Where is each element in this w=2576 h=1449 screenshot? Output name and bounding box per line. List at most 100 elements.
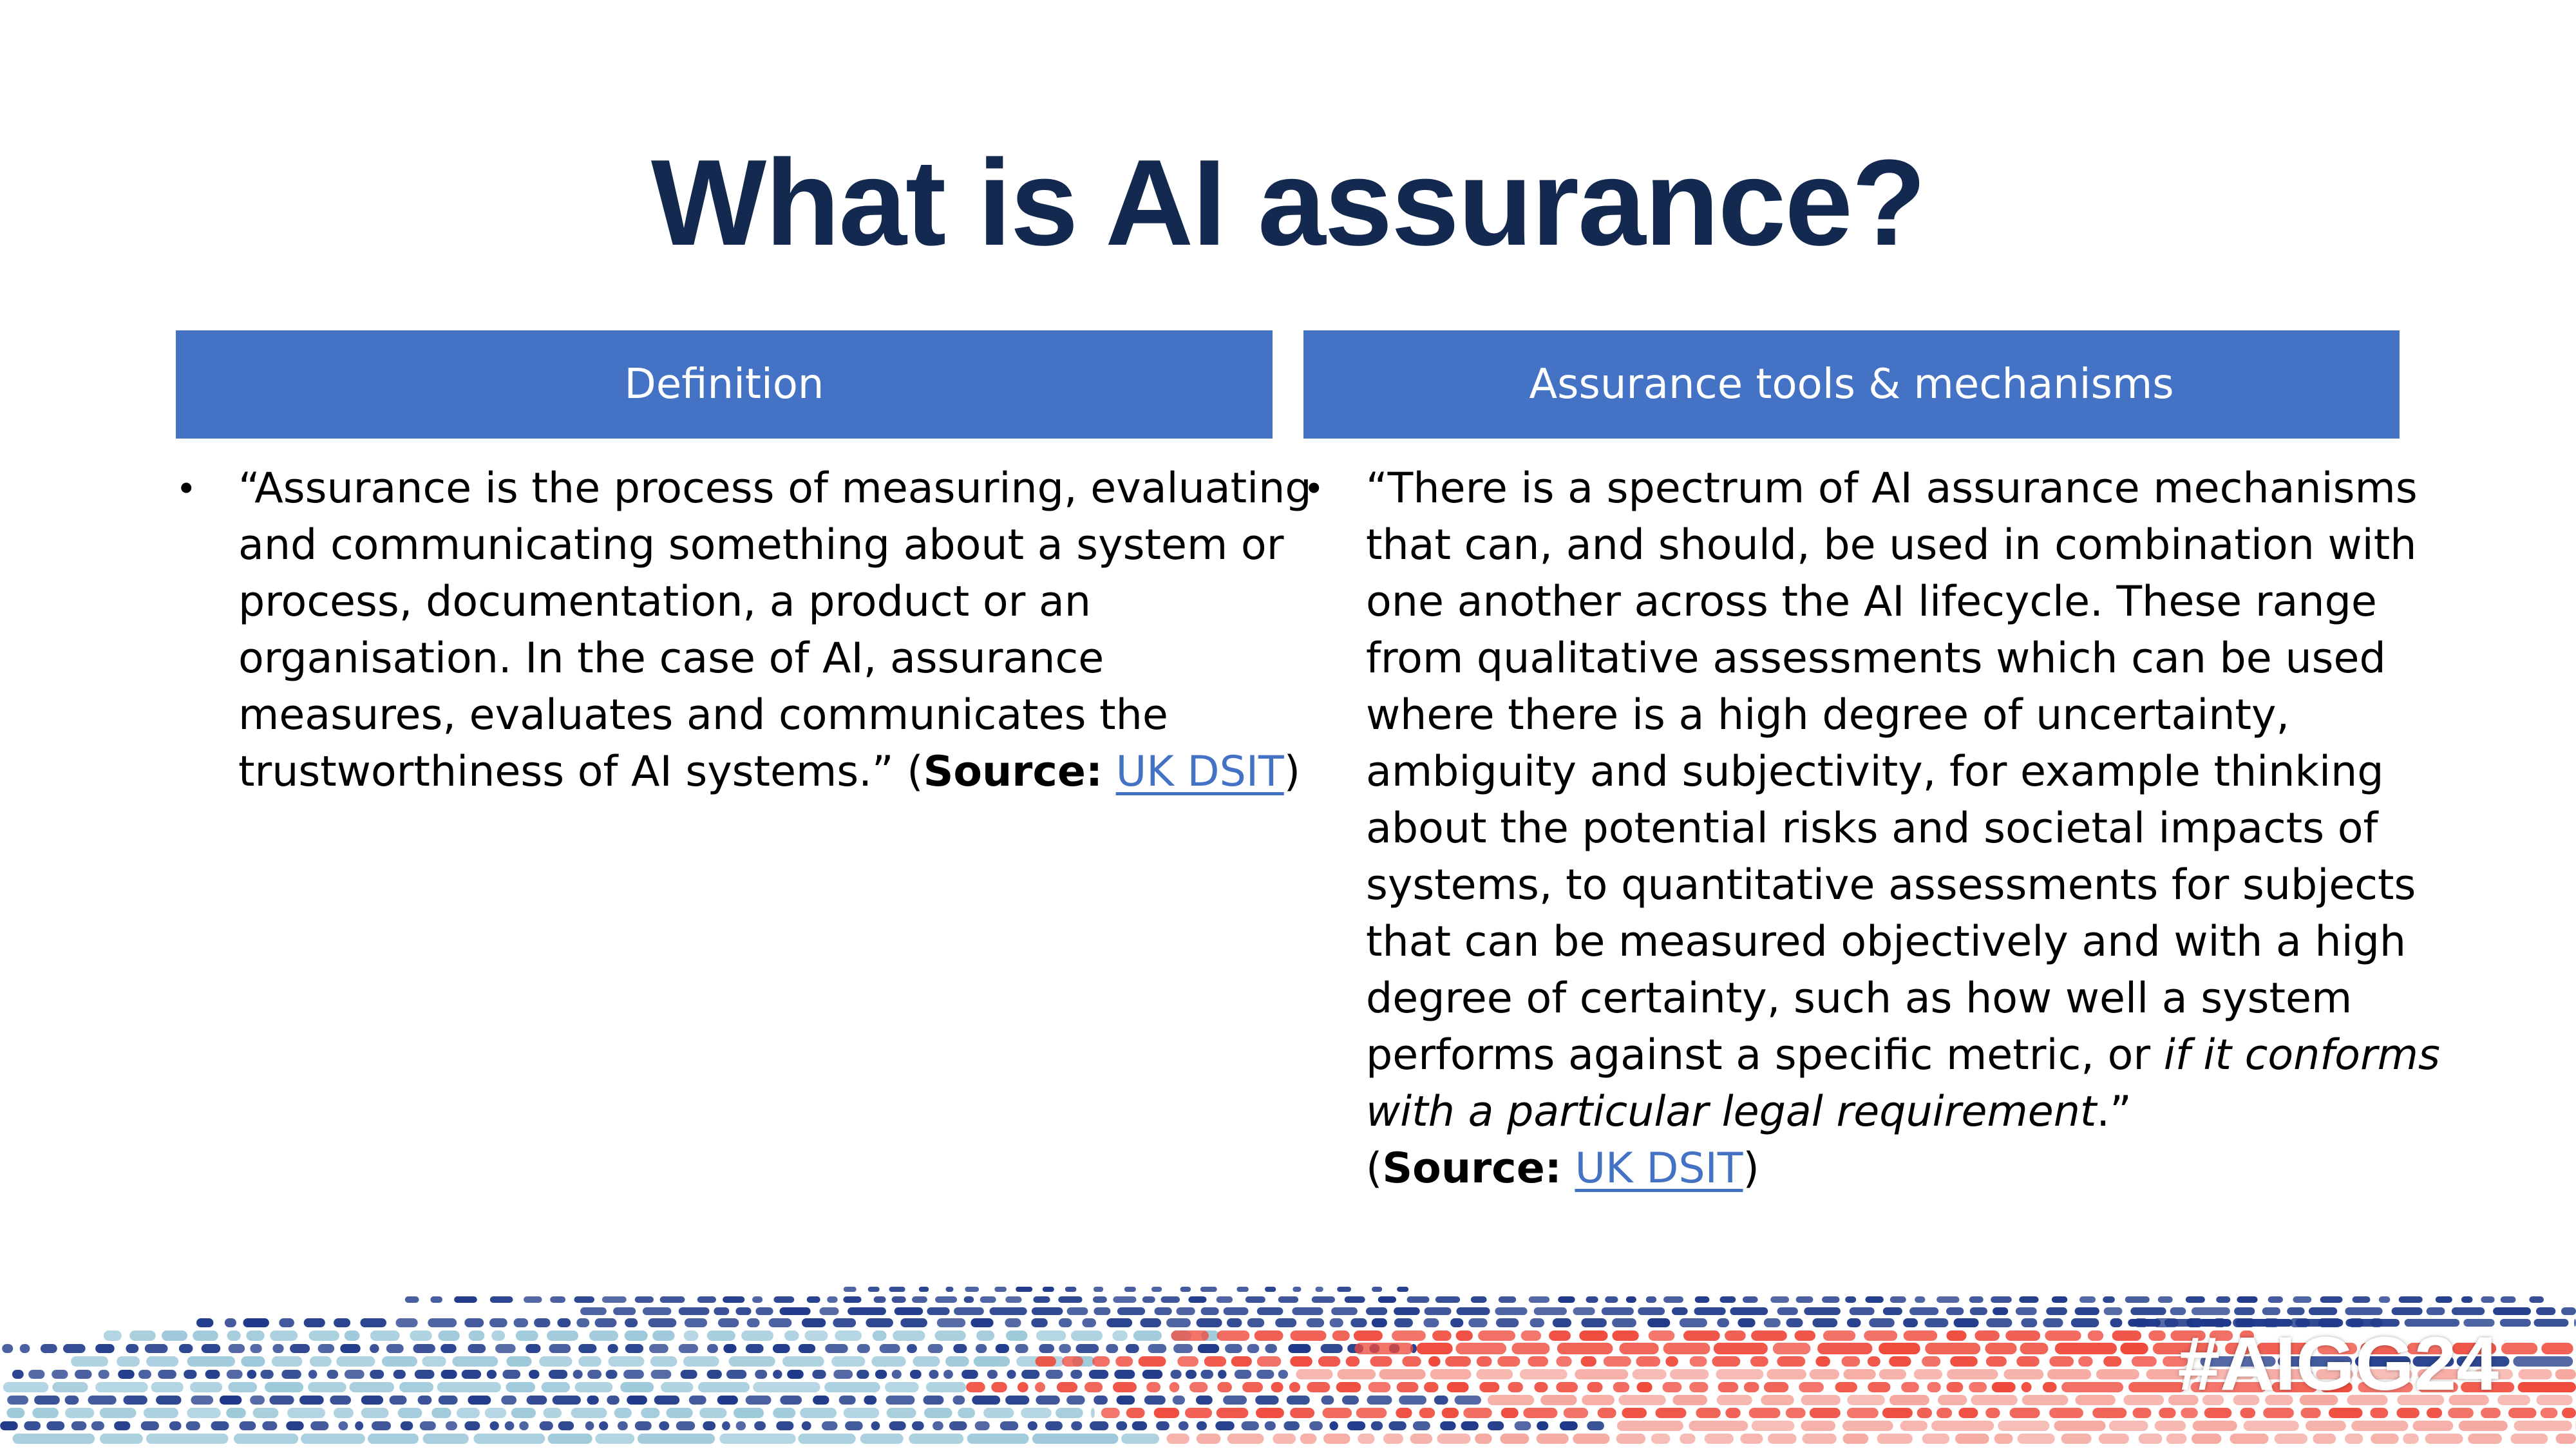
footer-stroke [907,1344,917,1353]
footer-stroke [1841,1356,1861,1367]
uk-dsit-link[interactable]: UK DSIT [1115,748,1284,796]
footer-stroke [336,1356,375,1367]
footer-stroke [71,1356,108,1367]
footer-stroke [1271,1382,1283,1392]
footer-stroke [1969,1382,1987,1392]
footer-stroke [1612,1318,1636,1327]
footer-stroke [1696,1408,1721,1418]
footer-stroke [1315,1287,1323,1292]
footer-stroke [1689,1356,1707,1367]
footer-stroke [1742,1296,1758,1303]
footer-stroke [1144,1396,1166,1405]
footer-stroke [151,1382,184,1392]
footer-stroke [1378,1296,1397,1303]
footer-stroke [1176,1307,1195,1315]
footer-stroke [2316,1369,2353,1379]
footer-stroke [430,1296,442,1303]
footer-stroke [224,1318,236,1327]
footer-stroke [2185,1296,2205,1303]
footer-stroke [1573,1434,1610,1444]
footer-stroke [2513,1356,2573,1367]
footer-stroke [1005,1318,1021,1327]
footer-stroke [1812,1318,1838,1327]
footer-stroke [506,1382,535,1392]
footer-stroke [445,1421,457,1430]
footer-stroke [1580,1356,1596,1367]
footer-stroke [1597,1408,1616,1418]
footer-stroke [1321,1396,1334,1405]
footer-stroke [308,1382,346,1392]
footer-stroke [2329,1408,2363,1418]
footer-stroke [2166,1434,2187,1444]
footer-stroke [2019,1296,2039,1303]
footer-stroke [370,1344,379,1353]
footer-stroke [994,1287,1007,1292]
footer-stroke [2074,1307,2099,1315]
footer-stroke [1372,1287,1383,1292]
footer-stroke [634,1296,654,1303]
uk-dsit-link[interactable]: UK DSIT [1575,1144,1743,1193]
footer-stroke [2351,1421,2409,1431]
footer-stroke [1689,1382,1709,1392]
footer-stroke [1487,1421,1504,1430]
footer-stroke [187,1356,235,1367]
footer-stroke [1786,1318,1803,1327]
footer-stroke [1716,1395,1752,1405]
source-close-paren: ) [1743,1144,1759,1193]
footer-stroke [706,1370,722,1379]
footer-stroke [338,1421,348,1430]
footer-stroke [1795,1296,1814,1303]
footer-stroke [360,1318,386,1327]
footer-stroke [857,1370,869,1379]
footer-stroke [2501,1343,2538,1354]
footer-stroke [395,1318,418,1327]
definition-bullet: • “Assurance is the process of measuring… [176,460,1312,800]
event-hashtag: #AIGG24 [2177,1321,2499,1406]
footer-stroke [2061,1434,2092,1444]
footer-stroke [2360,1343,2403,1354]
footer-stroke [2262,1307,2280,1315]
footer-stroke [1479,1382,1500,1392]
footer-stroke [457,1408,480,1418]
footer-stroke [1016,1287,1033,1292]
footer-stroke [1468,1318,1488,1327]
footer-stroke [327,1370,339,1379]
footer-stroke [1388,1421,1406,1430]
footer-stroke [1476,1369,1513,1379]
footer-stroke [654,1396,680,1405]
footer-stroke [857,1344,870,1353]
footer-stroke [703,1421,716,1430]
footer-stroke [1801,1421,1835,1431]
footer-stroke [698,1382,750,1392]
footer-stroke [2123,1395,2164,1405]
footer-stroke [1738,1318,1756,1327]
footer-stroke [2510,1434,2548,1444]
quote-line: from qualitative assessments which can b… [1366,634,2386,683]
footer-stroke [191,1396,214,1405]
footer-stroke [52,1370,68,1379]
footer-stroke [2540,1408,2558,1418]
footer-stroke [1536,1434,1569,1444]
footer-stroke [1915,1296,1926,1303]
quote-line: one another across the AI lifecycle. The… [1366,578,2377,626]
footer-stroke [945,1287,954,1292]
footer-stroke [1716,1369,1764,1379]
footer-stroke [126,1344,139,1353]
footer-stroke [755,1307,773,1315]
footer-stroke [1725,1408,1741,1418]
footer-stroke [190,1382,223,1392]
footer-stroke [1416,1343,1453,1354]
footer-stroke [2110,1318,2123,1327]
footer-stroke [1345,1356,1360,1367]
footer-stroke [243,1318,269,1327]
footer-stroke [1751,1331,1787,1341]
footer-stroke [741,1331,773,1341]
footer-stroke [2049,1356,2074,1367]
footer-stroke [684,1318,707,1327]
footer-stroke [578,1344,597,1353]
assurance-tools-header: Assurance tools & mechanisms [1303,330,2400,439]
footer-stroke [1018,1382,1028,1392]
footer-stroke [1254,1331,1283,1341]
footer-stroke [1106,1344,1119,1353]
footer-stroke [714,1307,730,1315]
